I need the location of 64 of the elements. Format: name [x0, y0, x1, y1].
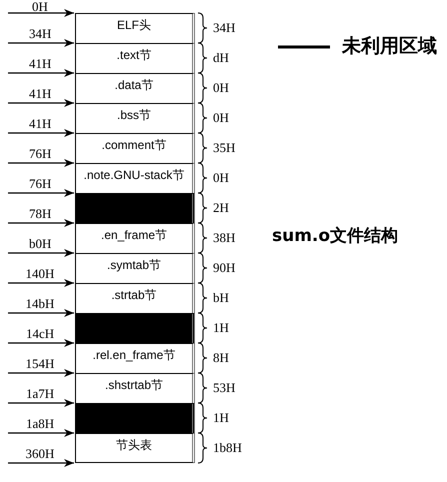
- size-label: 34H: [213, 21, 236, 35]
- section-box: .text节: [75, 43, 195, 73]
- arrow: [8, 309, 74, 317]
- arrow: [8, 99, 74, 107]
- size-label: 1H: [213, 321, 229, 335]
- arrow: [8, 159, 74, 167]
- edge-label: 41H: [29, 57, 52, 71]
- arrow: [8, 219, 74, 227]
- size-label: 8H: [213, 351, 229, 365]
- section-box: .en_frame节: [75, 223, 195, 253]
- edge-label: 34H: [29, 27, 52, 41]
- arrow: [8, 189, 74, 197]
- unused-region-bar: [75, 403, 195, 433]
- arrow: [8, 69, 74, 77]
- size-label: 0H: [213, 171, 229, 185]
- arrow: [8, 369, 74, 377]
- edge-label: 78H: [29, 207, 52, 221]
- arrow: [8, 459, 74, 467]
- edge-label: 76H: [29, 147, 52, 161]
- section-box: .symtab节: [75, 253, 195, 283]
- size-label: dH: [213, 51, 229, 65]
- arrow: [8, 399, 74, 407]
- size-label: 0H: [213, 81, 229, 95]
- edge-label: 41H: [29, 87, 52, 101]
- edge-label: 1a8H: [26, 417, 54, 431]
- section-box: .bss节: [75, 103, 195, 133]
- legend-text: 未利用区域: [342, 34, 437, 59]
- arrow: [8, 249, 74, 257]
- edge-label: 14bH: [26, 297, 54, 311]
- edge-label: 0H: [32, 0, 48, 14]
- edge-label: 1a7H: [26, 387, 54, 401]
- section-box: 节头表: [75, 433, 195, 463]
- arrow: [8, 129, 74, 137]
- section-box: .strtab节: [75, 283, 195, 313]
- unused-region-bar: [75, 193, 195, 223]
- unused-region-bar: [75, 313, 195, 343]
- arrow: [8, 279, 74, 287]
- section-box: .rel.en_frame节: [75, 343, 195, 373]
- title: sum.o文件结构: [272, 225, 398, 247]
- arrow: [8, 39, 74, 47]
- size-label: 38H: [213, 231, 236, 245]
- arrow: [8, 339, 74, 347]
- arrow: [8, 429, 74, 437]
- size-label: 0H: [213, 111, 229, 125]
- size-label: 2H: [213, 201, 229, 215]
- size-label: bH: [213, 291, 229, 305]
- edge-label: b0H: [29, 237, 52, 251]
- size-label: 1H: [213, 411, 229, 425]
- section-box: .comment节: [75, 133, 195, 163]
- section-box: .note.GNU-stack节: [75, 163, 195, 193]
- size-label: 1b8H: [213, 441, 242, 455]
- arrow: [8, 9, 74, 17]
- edge-label: 360H: [26, 447, 54, 461]
- section-box: .data节: [75, 73, 195, 103]
- section-box: ELF头: [75, 13, 195, 43]
- edge-label: 41H: [29, 117, 52, 131]
- edge-label: 76H: [29, 177, 52, 191]
- size-label: 90H: [213, 261, 236, 275]
- edge-label: 14cH: [26, 327, 54, 341]
- edge-label: 140H: [26, 267, 54, 281]
- size-label: 35H: [213, 141, 236, 155]
- section-box: .shstrtab节: [75, 373, 195, 403]
- size-label: 53H: [213, 381, 236, 395]
- edge-label: 154H: [26, 357, 54, 371]
